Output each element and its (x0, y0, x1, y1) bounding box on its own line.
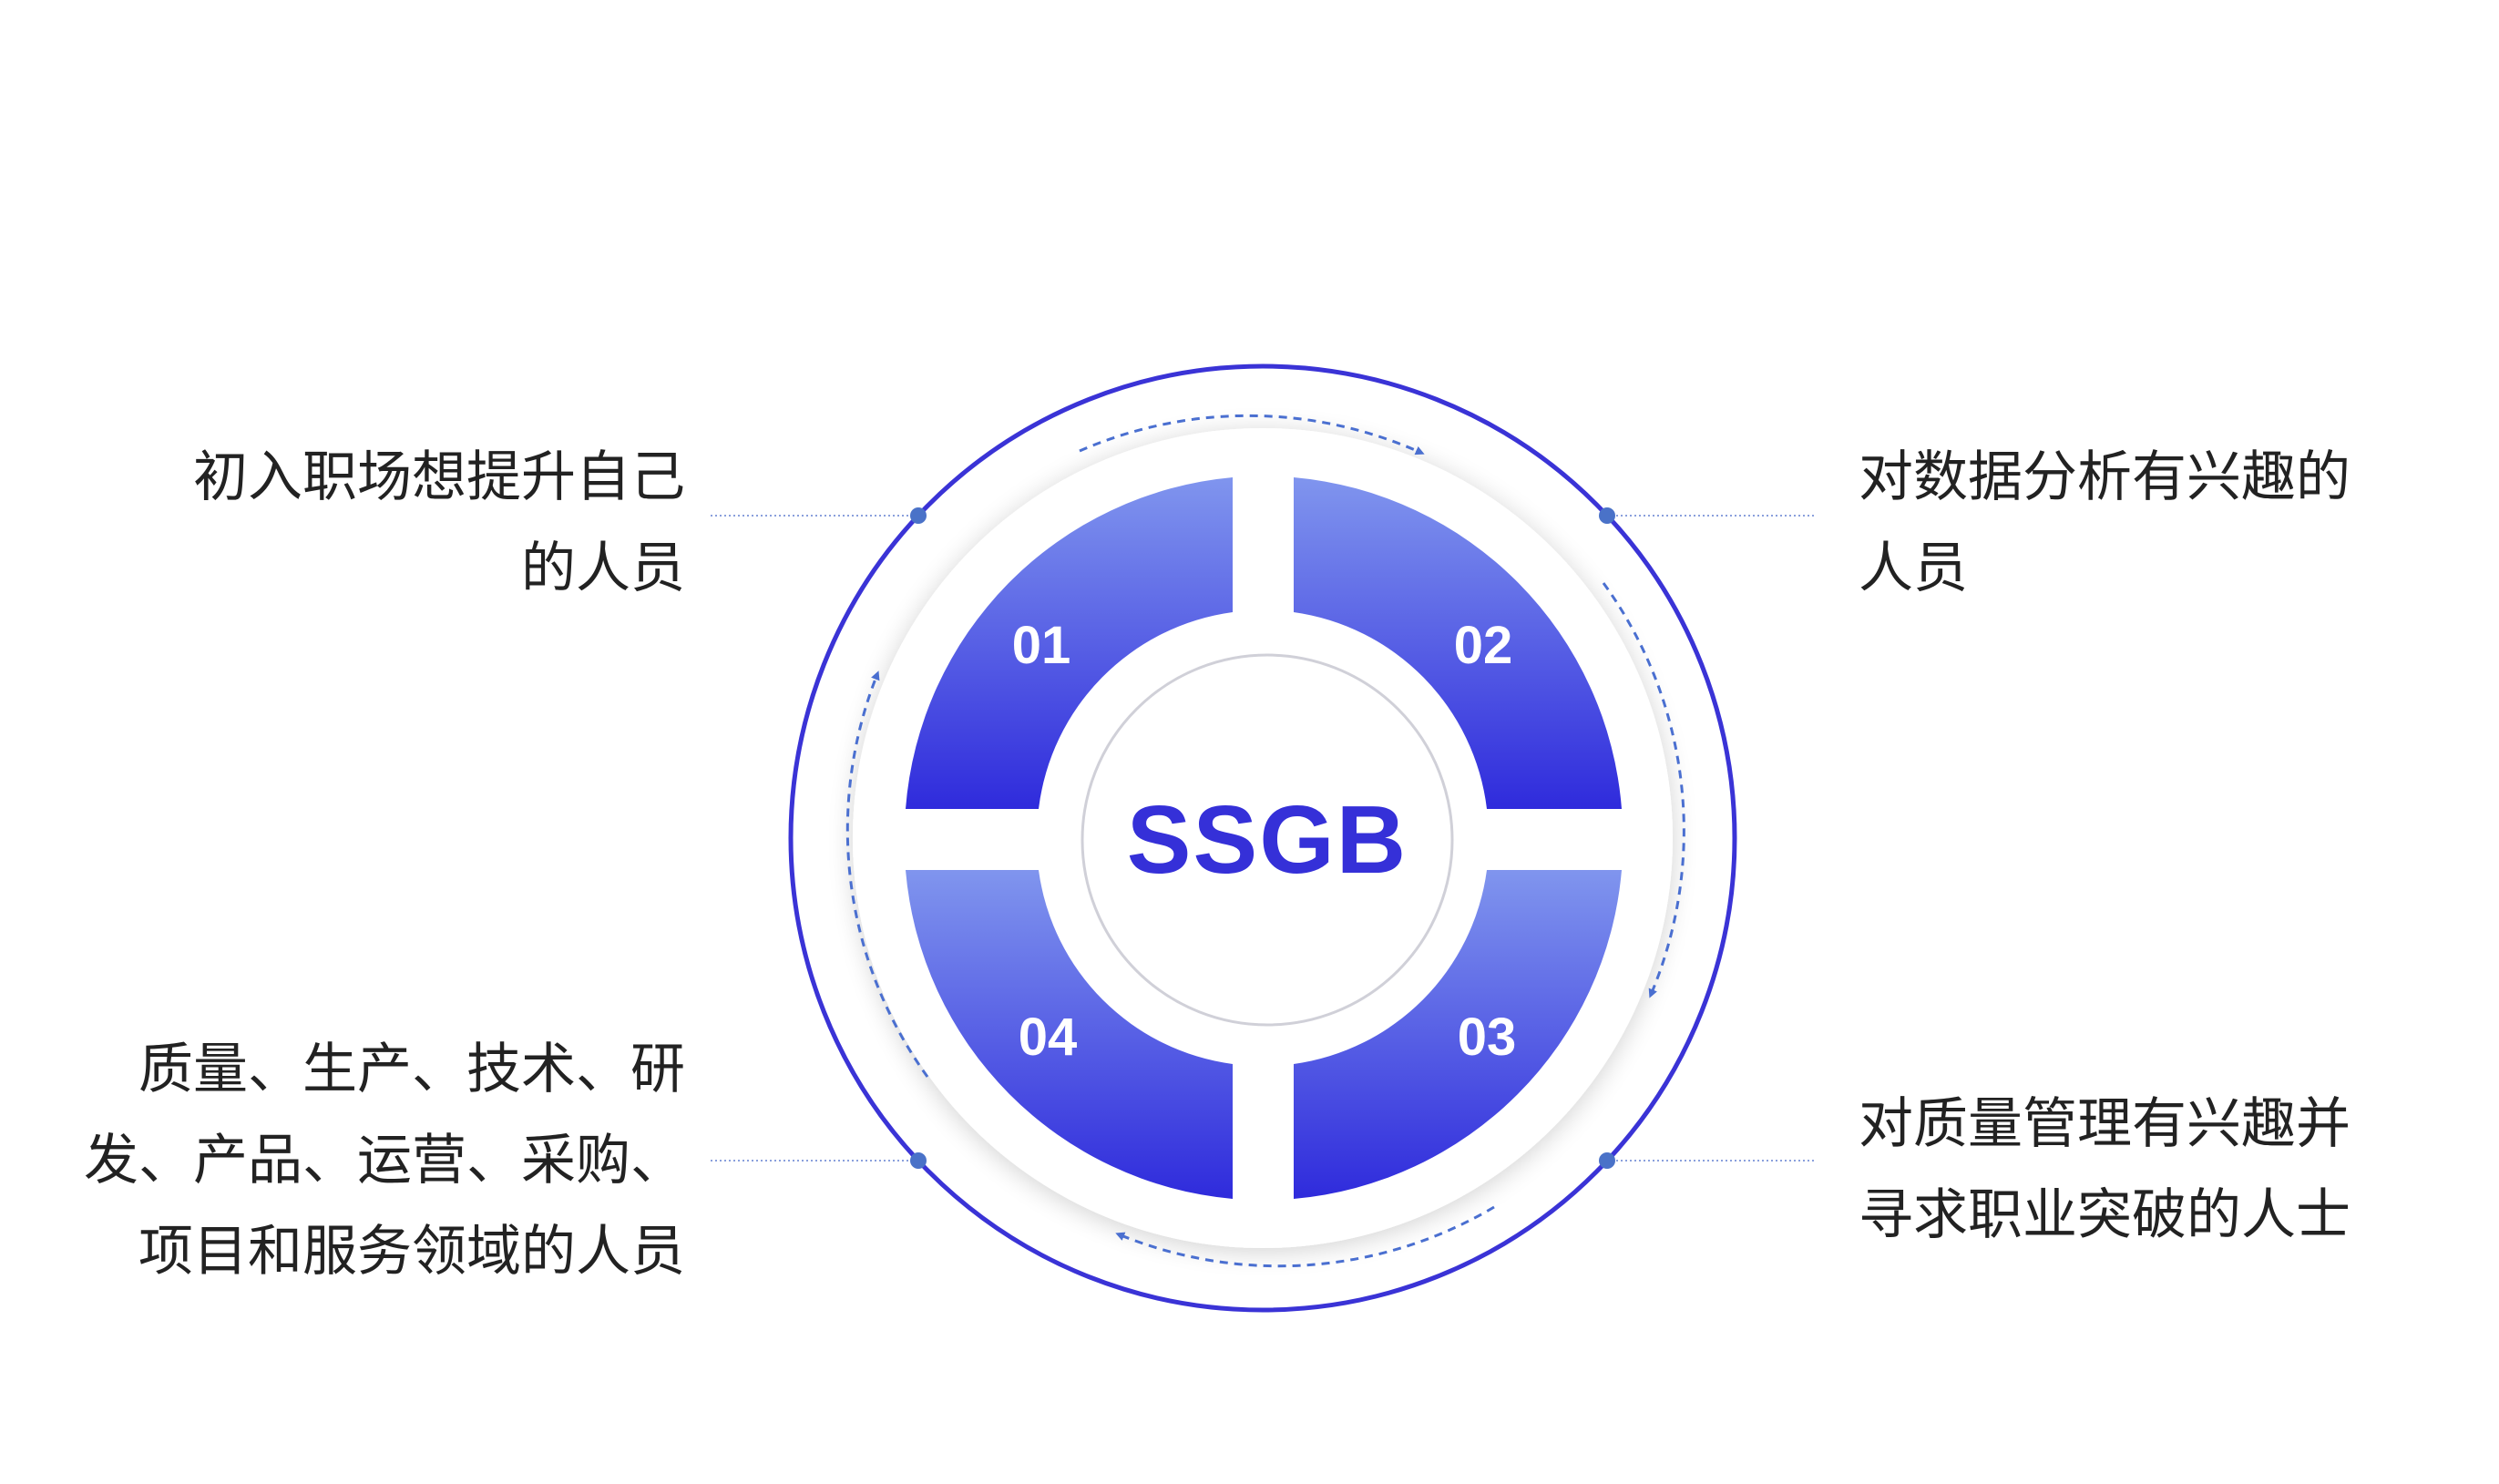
center-label: SSGB (1127, 786, 1408, 894)
audience-2-line-1: 对数据分析有兴趣的 (1859, 445, 2350, 509)
audience-text-3: 对质量管理有兴趣并 寻求职业突破的人士 (1859, 1079, 2350, 1261)
cycle-arrow-left (845, 670, 929, 1078)
cycle-arrow-top (1079, 414, 1425, 455)
connector-dot-4 (910, 1152, 927, 1169)
audience-3-line-1: 对质量管理有兴趣并 (1859, 1092, 2350, 1156)
center-circle (1081, 653, 1454, 1027)
audience-2-line-2: 人员 (1859, 537, 1968, 600)
segment-04 (906, 870, 1233, 1199)
audience-text-2: 对数据分析有兴趣的 人员 (1859, 432, 2350, 614)
cycle-arrow-bottom (1115, 1205, 1495, 1268)
audience-1-line-1: 初入职场想提升自己 (193, 445, 685, 509)
connector-dot-3 (1599, 1152, 1615, 1169)
segment-03-number: 03 (1458, 1008, 1517, 1067)
audience-4-line-1: 质量、生产、技术、研 (138, 1038, 685, 1101)
audience-3-line-2: 寻求职业突破的人士 (1859, 1183, 2350, 1247)
segment-04-number: 04 (1019, 1008, 1078, 1067)
audience-1-line-2: 的人员 (521, 537, 685, 600)
cycle-arrow-right (1602, 582, 1685, 998)
connector-dot-1 (910, 507, 927, 524)
segment-02 (1294, 477, 1622, 809)
segment-01-number: 01 (1012, 616, 1071, 675)
segment-03 (1294, 870, 1622, 1199)
audience-4-line-3: 项目和服务领域的人员 (138, 1220, 685, 1284)
segment-01 (906, 477, 1233, 809)
audience-4-line-2: 发、产品、运营、采购、 (84, 1129, 685, 1192)
audience-text-1: 初入职场想提升自己 的人员 (193, 432, 685, 614)
connector-dot-2 (1599, 507, 1615, 524)
audience-text-4: 质量、生产、技术、研 发、产品、运营、采购、 项目和服务领域的人员 (84, 1024, 685, 1297)
segment-02-number: 02 (1454, 616, 1513, 675)
